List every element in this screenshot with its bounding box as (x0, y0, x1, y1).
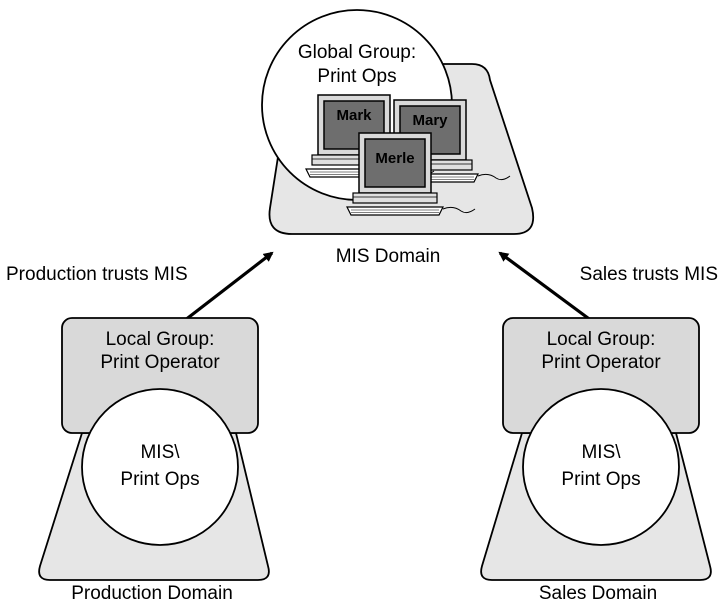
sales-local-group-title: Local Group: (547, 329, 656, 350)
sales-local-group-name: Print Operator (541, 352, 661, 373)
computer-mark: Mark (305, 94, 435, 178)
mis-domain: Global Group: Print Ops Mary Mark Merle … (261, 9, 535, 267)
sales-trust-arrow (498, 251, 597, 326)
computer-mary: Mary (381, 99, 511, 183)
mis-domain-label: MIS Domain (336, 246, 441, 267)
production-trust-arrow (179, 251, 274, 326)
production-trust-label: Production trusts MIS (6, 264, 188, 285)
production-member-circle (81, 388, 239, 546)
production-local-group-name: Print Operator (100, 352, 220, 373)
production-domain-label: Production Domain (71, 583, 233, 604)
production-local-group-title: Local Group: (106, 329, 215, 350)
computer-label-mark: Mark (336, 107, 372, 124)
production-member-domain: MIS\ (140, 442, 180, 463)
sales-member-circle (522, 388, 680, 546)
trust-arrows: Production trusts MIS Sales trusts MIS (6, 251, 718, 326)
sales-domain-label: Sales Domain (539, 583, 657, 604)
sales-domain: Local Group: Print Operator MIS\ Print O… (480, 317, 712, 604)
global-group-name: Print Ops (317, 66, 396, 87)
computer-label-merle: Merle (375, 150, 414, 167)
production-member-group: Print Ops (120, 469, 199, 490)
computer-label-mary: Mary (412, 112, 448, 129)
global-group-title: Global Group: (298, 42, 416, 63)
computer-merle: Merle (346, 132, 476, 216)
sales-member-group: Print Ops (561, 469, 640, 490)
production-domain: Local Group: Print Operator MIS\ Print O… (38, 317, 270, 604)
sales-member-domain: MIS\ (581, 442, 621, 463)
sales-trust-label: Sales trusts MIS (580, 264, 718, 285)
